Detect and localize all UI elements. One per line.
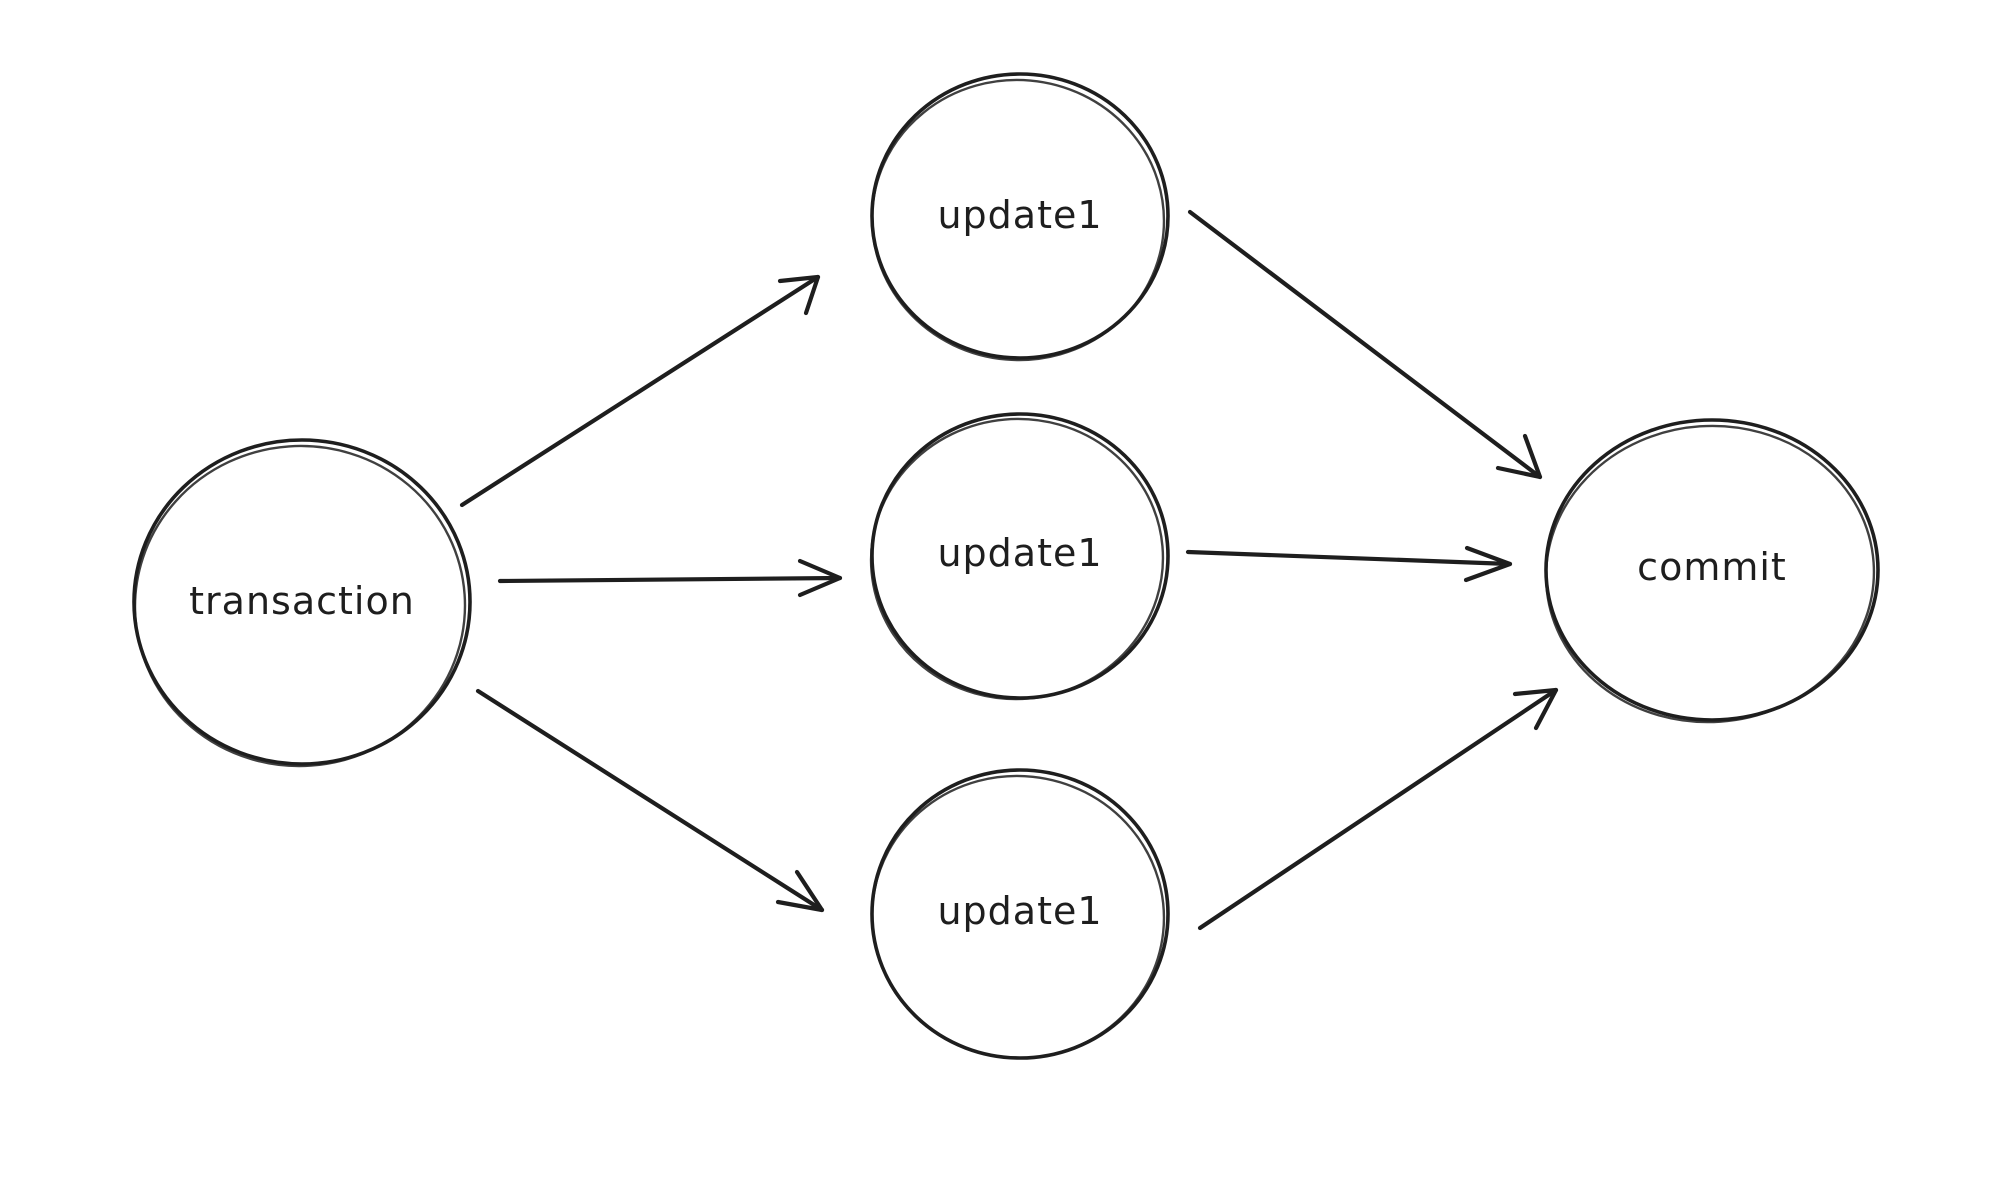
edge-update1-bottom-to-commit [1197,687,1559,931]
edge-update1-bottom-to-commit-arrowhead [1512,687,1559,731]
node-commit-circle-sketch [1544,424,1876,724]
node-transaction-circle-sketch [133,444,467,768]
node-update1-middle[interactable]: update1 [859,407,1174,711]
edge-update1-middle-to-commit [1185,545,1513,583]
edge-transaction-to-update1-top [459,274,821,508]
node-update1-middle-circle-sketch [869,417,1165,701]
node-update1-top[interactable]: update1 [860,68,1175,372]
edge-update1-bottom-to-commit-line [1197,687,1559,931]
node-update1-top-label: update1 [937,193,1102,237]
node-update1-middle-label: update1 [937,531,1102,575]
node-update1-bottom-circle-sketch [870,774,1166,1060]
edge-update1-top-to-commit-arrowhead [1495,433,1543,480]
node-update1-bottom-label: update1 [937,889,1102,933]
edge-transaction-to-update1-bottom-arrowhead [775,869,825,913]
edge-transaction-to-update1-top-arrowhead [777,274,821,316]
node-transaction-label: transaction [189,579,415,623]
node-update1-top-circle-sketch [870,78,1166,362]
edge-transaction-to-update1-top-line [459,274,821,508]
node-commit-label: commit [1637,545,1787,589]
edge-transaction-to-update1-middle [497,558,843,598]
edge-update1-top-to-commit-line [1187,209,1543,480]
edge-transaction-to-update1-middle-line [497,575,843,584]
node-transaction[interactable]: transaction [124,435,476,777]
node-commit[interactable]: commit [1536,415,1884,733]
edge-transaction-to-update1-bottom [475,688,825,913]
edge-transaction-to-update1-middle-arrowhead [797,558,843,598]
node-update1-bottom[interactable]: update1 [858,762,1178,1073]
edge-transaction-to-update1-bottom-line [475,688,825,913]
edge-update1-middle-to-commit-line [1185,549,1513,567]
edge-update1-top-to-commit [1187,209,1543,480]
edge-update1-middle-to-commit-arrowhead [1463,545,1513,583]
